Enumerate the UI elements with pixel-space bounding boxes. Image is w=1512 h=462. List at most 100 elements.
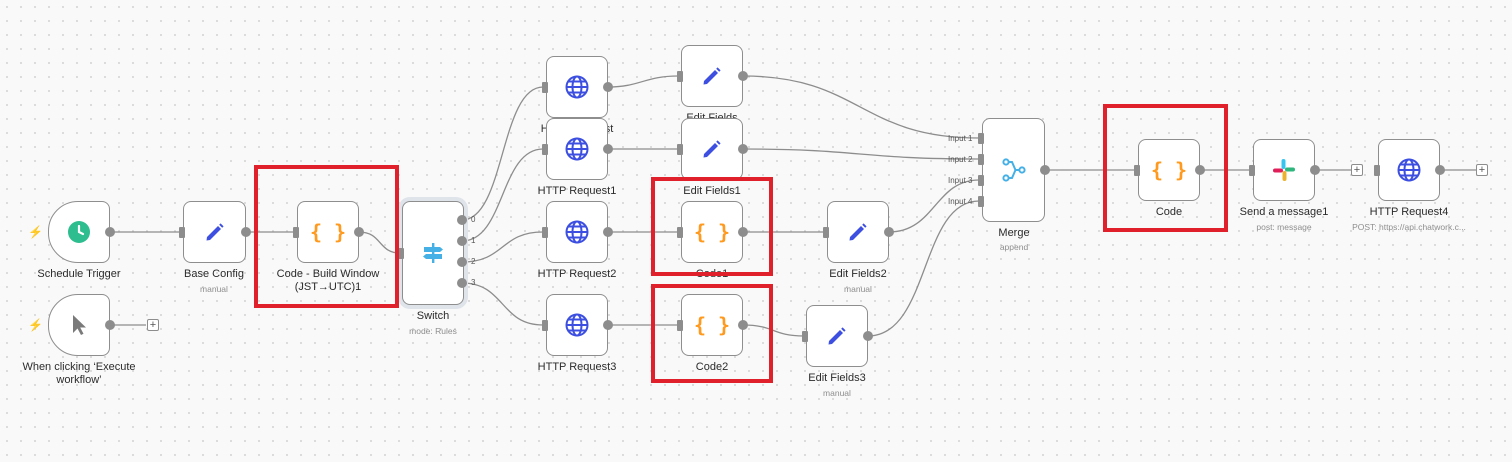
code2-label: Code2 bbox=[695, 361, 729, 373]
code-build-input-handle[interactable] bbox=[293, 227, 299, 238]
edge-editfields-merge1 bbox=[742, 75, 980, 139]
http-request4-input-handle[interactable] bbox=[1374, 165, 1380, 176]
http-request4-label: HTTP Request4 bbox=[1369, 206, 1449, 218]
code-braces-icon: { } bbox=[693, 313, 731, 337]
http-request4-output-handle[interactable] bbox=[1435, 165, 1445, 175]
code-label: Code bbox=[1155, 206, 1183, 218]
edit-fields2-input-handle[interactable] bbox=[823, 227, 829, 238]
http-request3-node[interactable] bbox=[546, 294, 608, 356]
code-build-window-label: Code - Build Window (JST→UTC)1 bbox=[276, 268, 380, 293]
code1-node[interactable]: { } bbox=[681, 201, 743, 263]
globe-icon bbox=[1396, 157, 1422, 183]
code2-input-handle[interactable] bbox=[677, 320, 683, 331]
switch-output-2-handle[interactable] bbox=[457, 257, 467, 267]
edit-fields-node[interactable] bbox=[681, 45, 743, 107]
edit-fields3-node[interactable] bbox=[806, 305, 868, 367]
schedule-trigger-node[interactable] bbox=[48, 201, 110, 263]
base-config-node[interactable] bbox=[183, 201, 246, 263]
merge-input-label: Input 3 bbox=[948, 176, 973, 185]
http-request1-input-handle[interactable] bbox=[542, 144, 548, 155]
http-request-output-handle[interactable] bbox=[603, 82, 613, 92]
http-request1-label: HTTP Request1 bbox=[537, 185, 617, 197]
add-node-button[interactable]: + bbox=[147, 319, 159, 331]
slack-icon bbox=[1271, 157, 1297, 183]
code-braces-icon: { } bbox=[1150, 158, 1188, 182]
send-message-node[interactable] bbox=[1253, 139, 1315, 201]
edge-http-editfields bbox=[607, 75, 679, 88]
code-node[interactable]: { } bbox=[1138, 139, 1200, 201]
http-request-input-handle[interactable] bbox=[542, 82, 548, 93]
code-output-handle[interactable] bbox=[1195, 165, 1205, 175]
add-node-button[interactable]: + bbox=[1476, 164, 1488, 176]
switch-label: Switch bbox=[416, 310, 450, 322]
edit-fields3-input-handle[interactable] bbox=[802, 331, 808, 342]
switch-output-label: 2 bbox=[471, 257, 476, 266]
edge-editfields1-merge2 bbox=[742, 148, 980, 160]
merge-input-2-handle[interactable] bbox=[978, 154, 984, 165]
send-message-output-handle[interactable] bbox=[1310, 165, 1320, 175]
edit-fields3-output-handle[interactable] bbox=[863, 331, 873, 341]
globe-icon bbox=[564, 219, 590, 245]
merge-node[interactable] bbox=[982, 118, 1045, 222]
trigger-bolt-icon: ⚡ bbox=[28, 318, 43, 332]
switch-node[interactable] bbox=[402, 201, 464, 305]
http-request3-label: HTTP Request3 bbox=[537, 361, 617, 373]
edge-editfields2-merge3 bbox=[888, 179, 980, 233]
http-request2-input-handle[interactable] bbox=[542, 227, 548, 238]
manual-output-handle[interactable] bbox=[105, 320, 115, 330]
schedule-output-handle[interactable] bbox=[105, 227, 115, 237]
edit-fields-output-handle[interactable] bbox=[738, 71, 748, 81]
edit-fields1-output-handle[interactable] bbox=[738, 144, 748, 154]
code1-input-handle[interactable] bbox=[677, 227, 683, 238]
code2-output-handle[interactable] bbox=[738, 320, 748, 330]
manual-trigger-node[interactable] bbox=[48, 294, 110, 356]
manual-trigger-label: When clicking ‘Execute workflow’ bbox=[22, 361, 136, 386]
globe-icon bbox=[564, 136, 590, 162]
code-build-window-node[interactable]: { } bbox=[297, 201, 359, 263]
schedule-trigger-label: Schedule Trigger bbox=[37, 268, 121, 280]
http-request2-node[interactable] bbox=[546, 201, 608, 263]
switch-output-1-handle[interactable] bbox=[457, 236, 467, 246]
add-node-button[interactable]: + bbox=[1351, 164, 1363, 176]
code-input-handle[interactable] bbox=[1134, 165, 1140, 176]
merge-input-4-handle[interactable] bbox=[978, 196, 984, 207]
edit-fields-input-handle[interactable] bbox=[677, 71, 683, 82]
merge-output-handle[interactable] bbox=[1040, 165, 1050, 175]
base-config-output-handle[interactable] bbox=[241, 227, 251, 237]
http-request4-node[interactable] bbox=[1378, 139, 1440, 201]
http-request2-output-handle[interactable] bbox=[603, 227, 613, 237]
globe-icon bbox=[564, 312, 590, 338]
code-build-output-handle[interactable] bbox=[354, 227, 364, 237]
switch-output-3-handle[interactable] bbox=[457, 278, 467, 288]
edit-fields1-node[interactable] bbox=[681, 118, 743, 180]
switch-output-0-handle[interactable] bbox=[457, 215, 467, 225]
http-request-node[interactable] bbox=[546, 56, 608, 118]
base-config-label: Base Config bbox=[184, 268, 244, 280]
edit-fields2-output-handle[interactable] bbox=[884, 227, 894, 237]
send-message-input-handle[interactable] bbox=[1249, 165, 1255, 176]
http-request3-output-handle[interactable] bbox=[603, 320, 613, 330]
pencil-icon bbox=[203, 220, 227, 244]
merge-input-1-handle[interactable] bbox=[978, 133, 984, 144]
base-config-input-handle[interactable] bbox=[179, 227, 185, 238]
http-request2-label: HTTP Request2 bbox=[537, 268, 617, 280]
merge-input-3-handle[interactable] bbox=[978, 175, 984, 186]
code1-output-handle[interactable] bbox=[738, 227, 748, 237]
switch-input-handle[interactable] bbox=[398, 248, 404, 259]
switch-signpost-icon bbox=[420, 240, 446, 266]
http-request1-node[interactable] bbox=[546, 118, 608, 180]
http-request3-input-handle[interactable] bbox=[542, 320, 548, 331]
pencil-icon bbox=[700, 137, 724, 161]
edit-fields1-input-handle[interactable] bbox=[677, 144, 683, 155]
merge-input-label: Input 1 bbox=[948, 134, 973, 143]
edit-fields2-node[interactable] bbox=[827, 201, 889, 263]
switch-subtitle: mode: Rules bbox=[409, 326, 457, 336]
switch-output-label: 0 bbox=[471, 215, 476, 224]
send-message-label: Send a message1 bbox=[1239, 206, 1329, 218]
http-request1-output-handle[interactable] bbox=[603, 144, 613, 154]
code2-node[interactable]: { } bbox=[681, 294, 743, 356]
edit-fields3-subtitle: manual bbox=[823, 388, 851, 398]
edge-code2-editfields3 bbox=[742, 324, 805, 337]
edit-fields3-label: Edit Fields3 bbox=[808, 372, 866, 384]
